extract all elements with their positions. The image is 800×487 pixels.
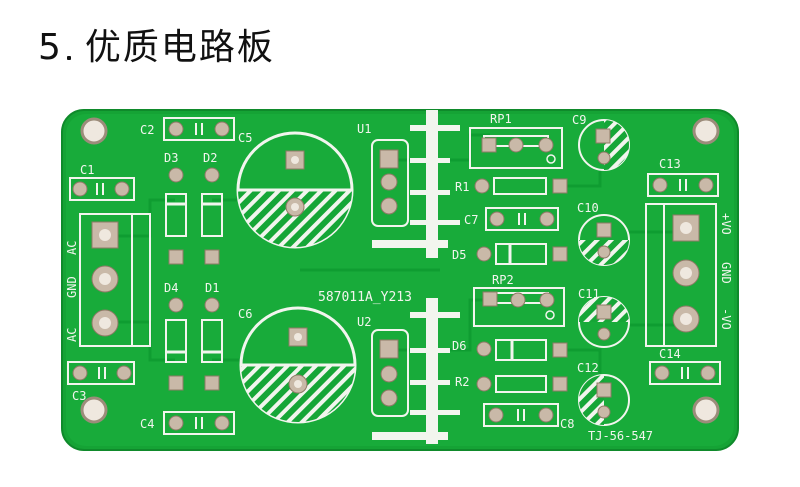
capacitor-c2 bbox=[163, 117, 235, 141]
capacitor-c10 bbox=[578, 214, 630, 266]
electrolytic-capacitor-c5 bbox=[236, 131, 354, 249]
label-gnd-right: GND bbox=[719, 262, 733, 284]
label-c4: C4 bbox=[140, 417, 154, 431]
capacitor-c4 bbox=[163, 411, 235, 435]
diode-d1 bbox=[201, 297, 223, 391]
diode-d6 bbox=[476, 339, 568, 361]
capacitor-c13 bbox=[647, 173, 719, 197]
capacitor-c8 bbox=[483, 403, 559, 427]
potentiometer-rp1 bbox=[469, 127, 563, 169]
capacitor-c11 bbox=[578, 296, 630, 348]
terminal-pads bbox=[91, 221, 119, 337]
page-heading: 5 优质电路板 bbox=[38, 18, 275, 68]
label-model: TJ-56-547 bbox=[588, 429, 653, 443]
electrolytic-capacitor-c6 bbox=[239, 306, 357, 424]
capacitor-c12 bbox=[578, 374, 630, 426]
capacitor-c14 bbox=[649, 361, 721, 385]
label-ac-top: AC bbox=[65, 241, 79, 255]
heading-number: 5 bbox=[38, 27, 61, 68]
output-terminal-block bbox=[645, 203, 717, 347]
label-c8: C8 bbox=[560, 417, 574, 431]
heading-title: 优质电路板 bbox=[84, 27, 275, 68]
capacitor-c1 bbox=[69, 177, 135, 201]
label-c5: C5 bbox=[238, 131, 252, 145]
resistor-r1 bbox=[474, 177, 568, 195]
diode-d3 bbox=[165, 167, 187, 265]
label-d3: D3 bbox=[164, 151, 178, 165]
diode-d4 bbox=[165, 297, 187, 391]
diode-d2 bbox=[201, 167, 223, 265]
mounting-hole-icon bbox=[692, 396, 720, 424]
mounting-hole-icon bbox=[80, 396, 108, 424]
mounting-hole-icon bbox=[80, 117, 108, 145]
label-gnd-left: GND bbox=[65, 276, 79, 298]
label-c12: C12 bbox=[577, 361, 599, 375]
capacitor-c3 bbox=[67, 361, 135, 385]
capacitor-c9 bbox=[578, 119, 630, 171]
label-c10: C10 bbox=[577, 201, 599, 215]
label-r1: R1 bbox=[455, 180, 469, 194]
label-d6: D6 bbox=[452, 339, 466, 353]
label-rp1: RP1 bbox=[490, 112, 512, 126]
output-terminal-pads bbox=[672, 214, 700, 333]
label-c9: C9 bbox=[572, 113, 586, 127]
label-c14: C14 bbox=[659, 347, 681, 361]
label-c2: C2 bbox=[140, 123, 154, 137]
label-u1: U1 bbox=[357, 122, 371, 136]
label-d5: D5 bbox=[452, 248, 466, 262]
diode-d5 bbox=[476, 243, 568, 265]
label-r2: R2 bbox=[455, 375, 469, 389]
label-c6: C6 bbox=[238, 307, 252, 321]
label-c1: C1 bbox=[80, 163, 94, 177]
label-u2: U2 bbox=[357, 315, 371, 329]
label-d1: D1 bbox=[205, 281, 219, 295]
label-minus-vo: -VO bbox=[719, 308, 733, 330]
label-c7: C7 bbox=[464, 213, 478, 227]
capacitor-c7 bbox=[485, 207, 559, 231]
heading-dot bbox=[66, 56, 71, 60]
label-d2: D2 bbox=[203, 151, 217, 165]
mounting-hole-icon bbox=[692, 117, 720, 145]
label-plus-vo: +VO bbox=[719, 213, 733, 235]
label-part-number: 587011A_Y213 bbox=[318, 290, 412, 305]
resistor-r2 bbox=[476, 375, 568, 393]
label-c3: C3 bbox=[72, 389, 86, 403]
regulator-u2 bbox=[371, 298, 460, 444]
input-terminal-block bbox=[79, 213, 151, 347]
label-rp2: RP2 bbox=[492, 273, 514, 287]
label-d4: D4 bbox=[164, 281, 178, 295]
label-ac-bottom: AC bbox=[65, 328, 79, 342]
label-c11: C11 bbox=[578, 287, 600, 301]
regulator-u1 bbox=[371, 110, 460, 258]
label-c13: C13 bbox=[659, 157, 681, 171]
potentiometer-rp2 bbox=[473, 287, 565, 327]
